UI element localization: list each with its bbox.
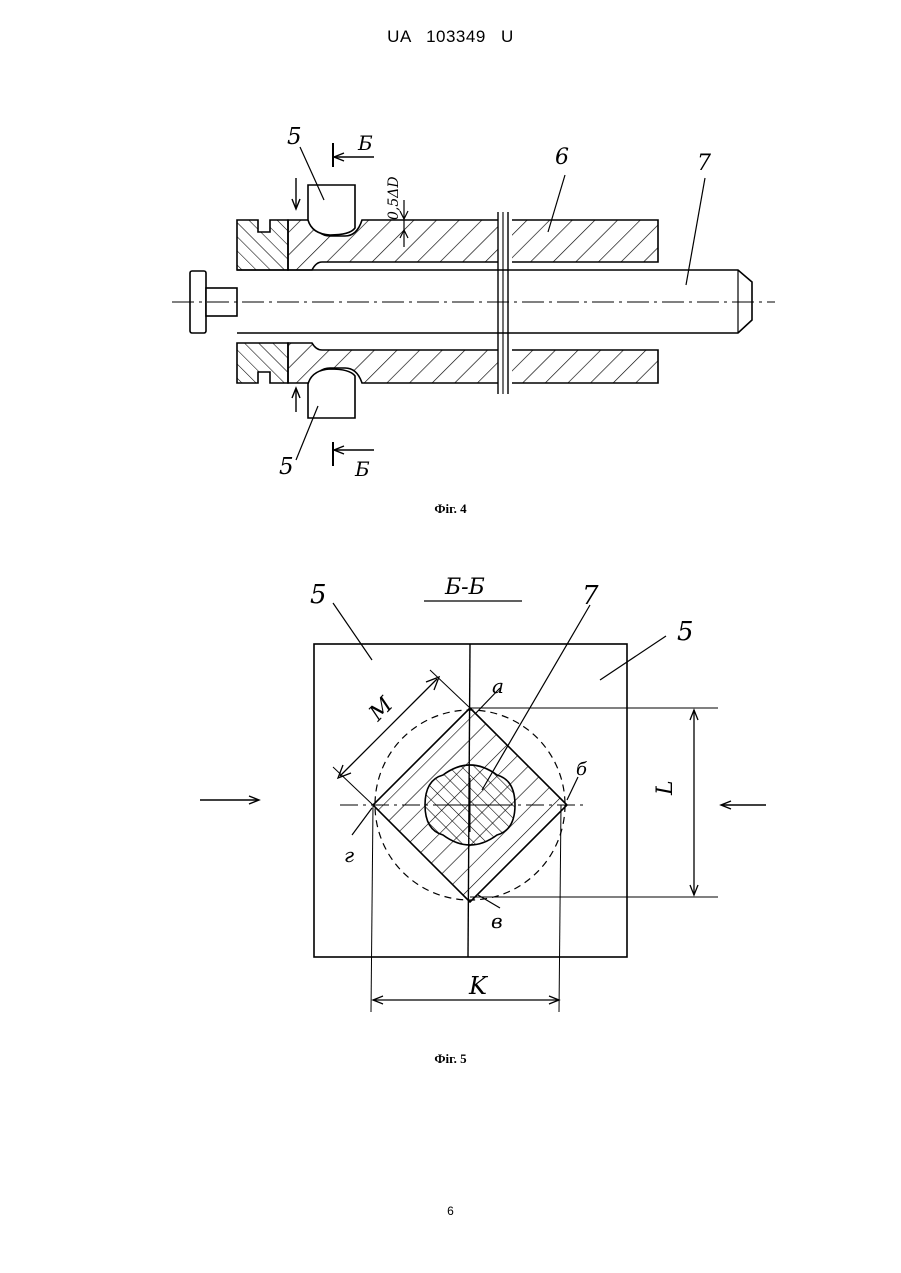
fig4-label-6: 6 [555, 145, 569, 170]
figure-5-caption: Фіг. 5 [0, 1051, 901, 1067]
tool-top [308, 185, 355, 235]
dimension-K [373, 996, 559, 1004]
tool-bottom [308, 369, 355, 418]
fig4-label-5-bottom: 5 [279, 454, 294, 480]
collar-upper [237, 220, 288, 270]
square-section [373, 708, 567, 902]
fig5-point-v: в [491, 909, 503, 933]
fig5-dim-M-label: M [364, 692, 399, 727]
die-split-line [468, 644, 470, 957]
fig4-dimension-label: 0,5ΔD [386, 176, 402, 220]
die-block [314, 644, 627, 957]
fig5-point-a: a [492, 674, 504, 698]
figure-4-caption: Фіг. 4 [0, 501, 901, 517]
page-number: 6 [0, 1204, 901, 1218]
force-arrow-top [292, 178, 300, 209]
dimension-M [338, 677, 439, 778]
force-arrow-bottom [292, 388, 300, 412]
fig5-point-b: б [576, 759, 588, 780]
figure-4-drawing: 5 5 Б Б 6 7 0,5ΔD [0, 0, 901, 500]
fig5-label-7: 7 [582, 581, 599, 611]
fig4-label-7: 7 [697, 151, 711, 176]
workpiece-outline [375, 710, 565, 900]
fig4-label-5-top: 5 [287, 124, 302, 150]
fig5-section-title: Б-Б [444, 575, 485, 600]
fig5-label-5-right: 5 [677, 617, 694, 647]
fig5-dim-K-label: K [468, 972, 489, 1000]
fig5-dim-L-label: L [653, 780, 678, 796]
force-arrow-right [721, 801, 766, 809]
fig4-section-label-top: Б [357, 131, 373, 155]
shaft-profile [425, 765, 515, 845]
collar-lower [237, 343, 288, 383]
fig5-leader-lines [333, 603, 666, 908]
fig4-section-label-bottom: Б [354, 457, 370, 481]
fig5-label-5-left: 5 [310, 580, 327, 610]
fig5-point-g: г [344, 843, 354, 867]
dimension-L [690, 710, 698, 895]
force-arrow-left [200, 796, 259, 804]
break-gap [498, 212, 512, 394]
